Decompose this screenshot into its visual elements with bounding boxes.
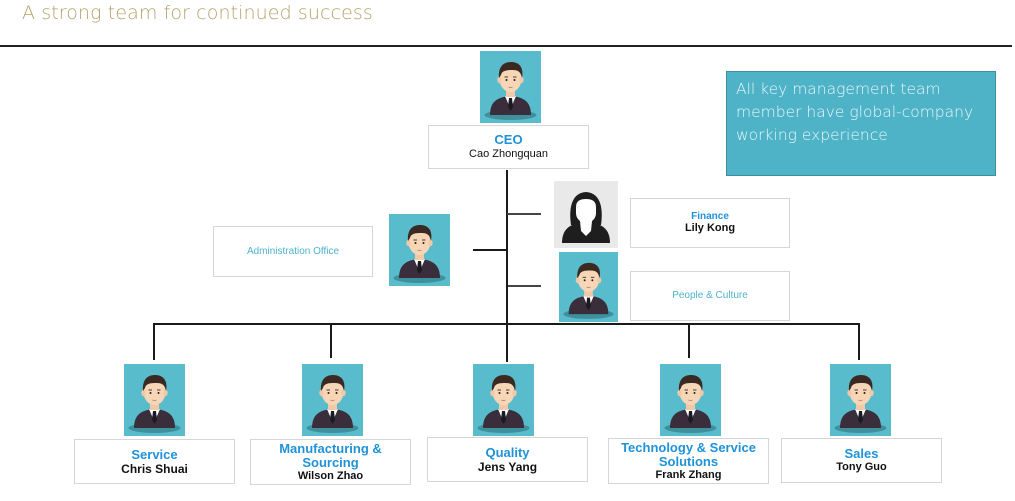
admin-avatar <box>389 214 450 286</box>
male-avatar-icon <box>124 364 185 436</box>
male-avatar-icon <box>660 364 721 436</box>
dept-card-service[interactable]: Service Chris Shuai <box>74 439 235 484</box>
people-role: People & Culture <box>672 290 748 301</box>
slide-title: A strong team for continued success <box>22 2 373 24</box>
connector-departments-bar <box>153 323 859 325</box>
connector-dept-sales <box>858 323 860 360</box>
dept-card-manufacturing[interactable]: Manufacturing & Sourcing Wilson Zhao <box>250 439 411 485</box>
note-box: All key management team member have glob… <box>726 71 996 176</box>
ceo-card[interactable]: CEO Cao Zhongquan <box>428 125 589 169</box>
connector-dept-manufacturing <box>330 323 332 358</box>
dept-avatar-manufacturing <box>302 364 363 436</box>
finance-card[interactable]: Finance Lily Kong <box>630 198 790 248</box>
male-avatar-icon <box>830 364 891 436</box>
title-divider <box>0 45 1012 47</box>
male-avatar-icon <box>559 252 618 322</box>
connector-ceo-trunk <box>506 170 508 362</box>
finance-avatar <box>554 181 618 248</box>
connector-finance <box>507 213 541 215</box>
dept-name: Chris Shuai <box>121 461 188 476</box>
dept-card-sales[interactable]: Sales Tony Guo <box>781 438 942 483</box>
ceo-name: Cao Zhongquan <box>469 148 548 160</box>
male-avatar-icon <box>302 364 363 436</box>
dept-avatar-sales <box>830 364 891 436</box>
dept-card-technology[interactable]: Technology & Service Solutions Frank Zha… <box>608 438 769 484</box>
dept-name: Wilson Zhao <box>297 469 364 482</box>
dept-role: Manufacturing & Sourcing <box>279 440 382 470</box>
connector-dept-technology <box>688 323 690 358</box>
dept-name: Tony Guo <box>836 461 887 473</box>
finance-role: Finance <box>691 211 729 222</box>
connector-admin <box>473 249 507 251</box>
dept-avatar-technology <box>660 364 721 436</box>
dept-card-quality[interactable]: Quality Jens Yang <box>427 437 588 482</box>
male-avatar-icon <box>480 51 541 123</box>
people-avatar <box>559 252 618 322</box>
finance-name: Lily Kong <box>684 222 736 234</box>
male-avatar-icon <box>473 364 534 436</box>
dept-role: Quality <box>485 444 530 460</box>
dept-avatar-quality <box>473 364 534 436</box>
admin-card[interactable]: Administration Office <box>213 226 373 277</box>
dept-name: Frank Zhang <box>655 468 722 481</box>
connector-dept-service <box>153 323 155 360</box>
female-avatar-icon <box>554 181 618 248</box>
connector-people <box>508 285 541 287</box>
dept-name: Jens Yang <box>477 459 538 474</box>
male-avatar-icon <box>389 214 450 286</box>
dept-avatar-service <box>124 364 185 436</box>
ceo-role: CEO <box>494 132 523 147</box>
dept-role: Service <box>131 446 178 462</box>
people-card[interactable]: People & Culture <box>630 271 790 321</box>
dept-role: Sales <box>844 446 879 461</box>
dept-role: Technology & Service Solutions <box>621 439 756 469</box>
admin-role: Administration Office <box>246 245 340 257</box>
ceo-avatar <box>480 51 541 123</box>
